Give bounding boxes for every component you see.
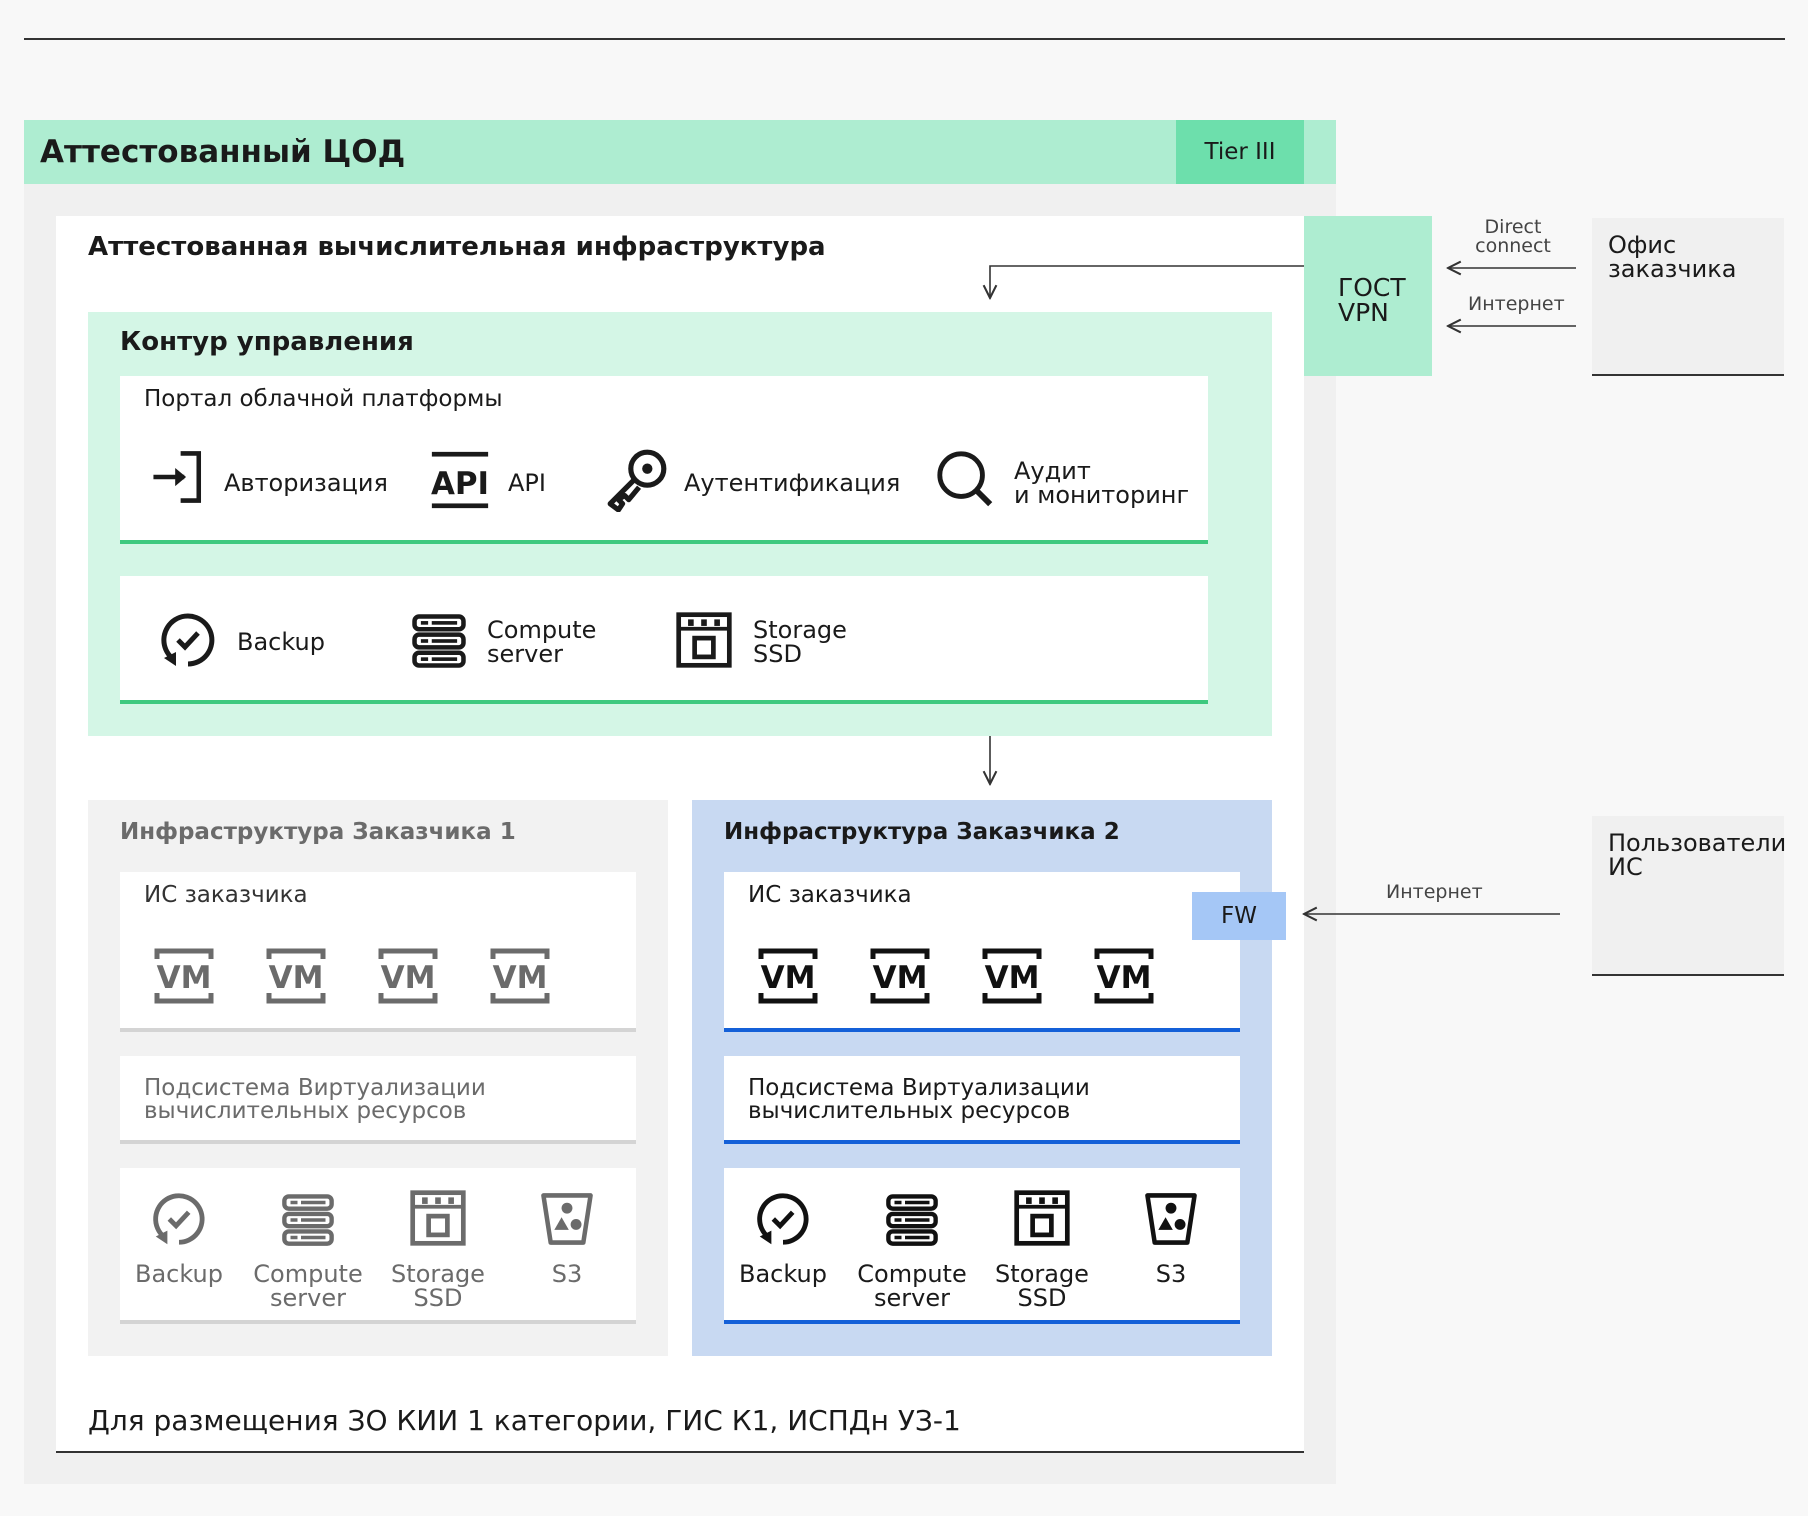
fw-badge: FW [1192,892,1286,940]
customer1-service-compute: Compute server [253,1260,363,1312]
s3-icon [1142,1190,1200,1248]
infra-bottom-line [56,1451,1304,1453]
customer1-is-title: ИС заказчика [144,882,308,908]
gost-vpn-label: ГОСТ VPN [1338,273,1406,327]
customer1-title: Инфраструктура Заказчика 1 [120,819,516,845]
users-label: Пользователи ИС [1608,829,1787,881]
customer2-is-box: ИС заказчика [724,872,1240,1032]
vm-icon [378,948,438,1004]
infra-footer: Для размещения ЗО КИИ 1 категории, ГИС К… [88,1404,961,1437]
portal-item-audit: Аудит и мониторинг [1014,457,1190,509]
customer2-service-storage: Storage SSD [995,1260,1089,1312]
infra-title: Аттестованная вычислительная инфраструкт… [88,232,826,262]
storage-ssd-icon [674,610,734,670]
api-icon [430,450,490,510]
mgmt-service-compute: Compute server [487,616,597,668]
direct-connect-label: Direct connect [1475,216,1551,257]
mgmt-service-storage: Storage SSD [753,616,847,668]
datacenter-title: Аттестованный ЦОД [40,134,406,170]
customer2-service-s3: S3 [1155,1260,1187,1288]
portal-item-auth: Авторизация [224,469,388,497]
customer1-service-storage: Storage SSD [391,1260,485,1312]
office-box [1592,218,1784,376]
vm-icon [490,948,550,1004]
compute-server-icon [884,1192,940,1248]
customer2-virt-label: Подсистема Виртуализации вычислительных … [748,1075,1090,1124]
internet-label-users: Интернет [1386,881,1483,903]
mgmt-services-box [120,576,1208,704]
customer2-virt-box: Подсистема Виртуализации вычислительных … [724,1056,1240,1144]
compute-server-icon [280,1192,336,1248]
customer2-title: Инфраструктура Заказчика 2 [724,819,1120,845]
customer1-virt-box: Подсистема Виртуализации вычислительных … [120,1056,636,1144]
customer2-is-title: ИС заказчика [748,882,912,908]
login-icon [148,448,206,506]
vm-icon [982,948,1042,1004]
tier-label: Tier III [1204,139,1276,165]
backup-icon [148,1188,210,1250]
fw-label: FW [1221,903,1257,929]
top-divider [24,38,1785,40]
customer1-virt-label: Подсистема Виртуализации вычислительных … [144,1075,486,1124]
customer1-is-box: ИС заказчика [120,872,636,1032]
office-label: Офис заказчика [1608,231,1737,283]
s3-icon [538,1190,596,1248]
storage-ssd-icon [1012,1188,1072,1248]
customer1-panel: Инфраструктура Заказчика 1 ИС заказчика … [88,800,668,1356]
customer1-service-backup: Backup [135,1260,223,1288]
backup-icon [752,1188,814,1250]
tier-badge: Tier III [1176,120,1304,184]
key-icon [604,446,670,512]
customer2-panel: Инфраструктура Заказчика 2 ИС заказчика … [692,800,1286,1356]
gost-vpn-box [1304,216,1432,376]
internet-label-top: Интернет [1468,293,1565,315]
users-box [1592,816,1784,976]
portal-item-api: API [508,469,546,497]
portal-title: Портал облачной платформы [144,386,503,412]
datacenter-header [24,120,1336,184]
vm-icon [1094,948,1154,1004]
compute-server-icon [410,612,468,670]
mgmt-service-backup: Backup [237,628,325,656]
magnifier-icon [934,448,996,510]
portal-item-authn: Аутентификация [684,469,901,497]
vm-icon [154,948,214,1004]
customer2-services-box: Backup Compute server Storage SSD S3 [724,1168,1240,1324]
customer2-service-compute: Compute server [857,1260,967,1312]
vm-icon [758,948,818,1004]
vpn-to-infra-arrow [990,265,1304,298]
customer1-services-box: Backup Compute server Storage SSD S3 [120,1168,636,1324]
vm-icon [266,948,326,1004]
mgmt-title: Контур управления [120,327,414,357]
customer2-service-backup: Backup [739,1260,827,1288]
storage-ssd-icon [408,1188,468,1248]
backup-icon [156,608,220,672]
customer1-service-s3: S3 [551,1260,583,1288]
vm-icon [870,948,930,1004]
